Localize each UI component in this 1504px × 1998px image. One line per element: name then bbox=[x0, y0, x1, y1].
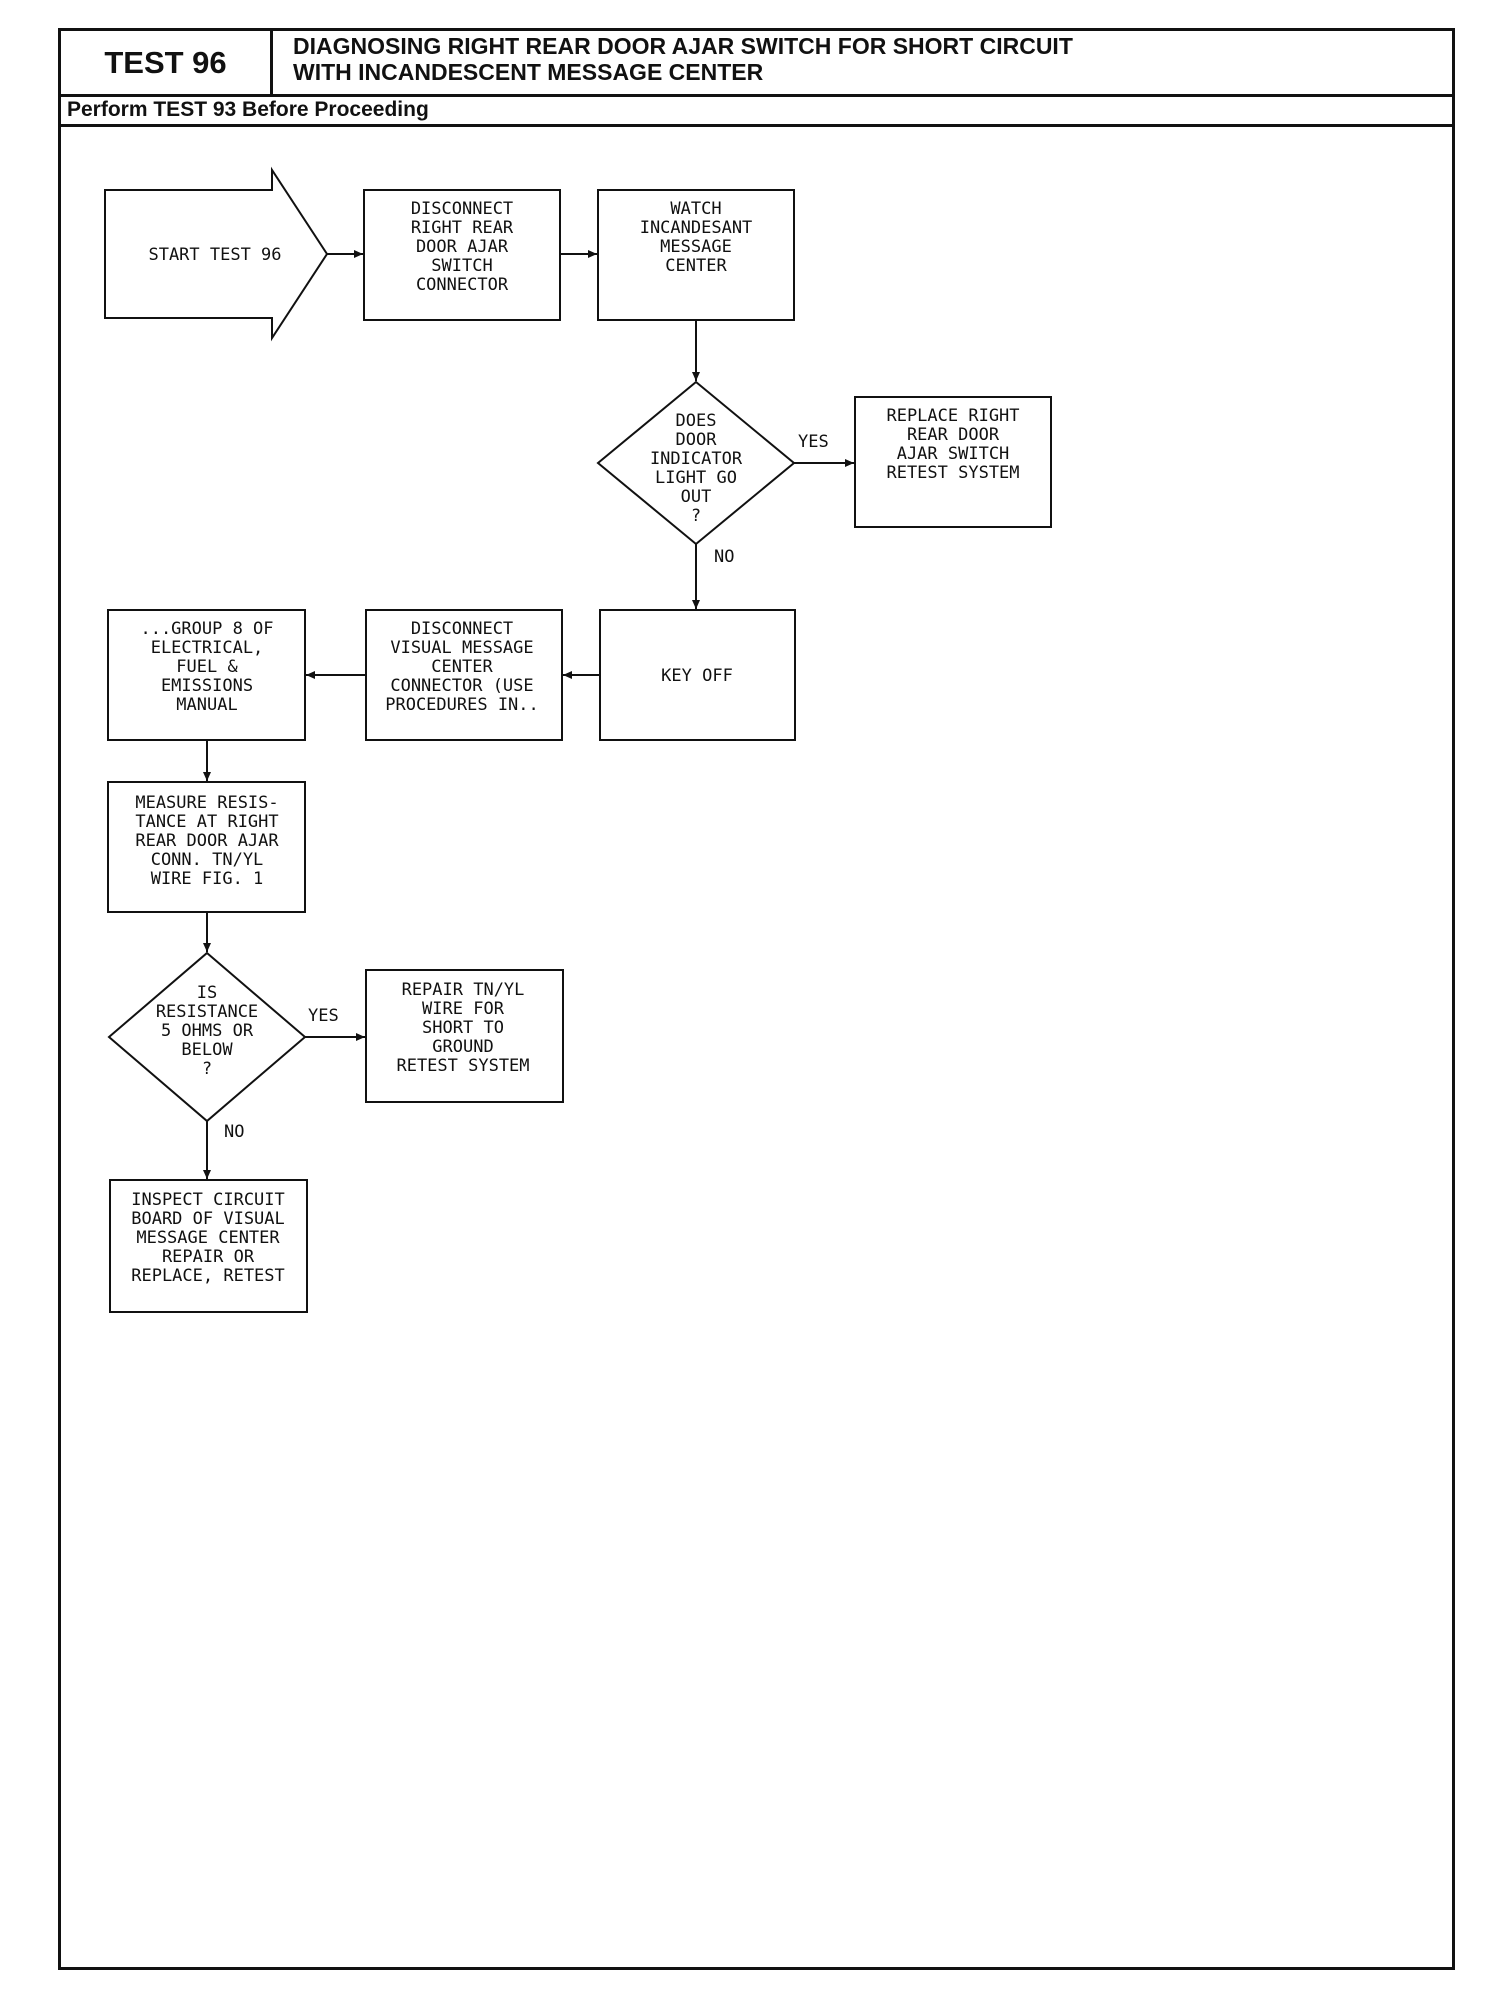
node-text-line: ? bbox=[202, 1059, 212, 1079]
title-line-1: DIAGNOSING RIGHT REAR DOOR AJAR SWITCH F… bbox=[293, 33, 1073, 59]
diagnostic-page-frame: TEST 96 DIAGNOSING RIGHT REAR DOOR AJAR … bbox=[58, 28, 1455, 1970]
node-text-line: INSPECT CIRCUIT bbox=[131, 1190, 285, 1210]
node-text-line: WATCH bbox=[670, 199, 721, 219]
node-text-line: AJAR SWITCH bbox=[897, 444, 1010, 464]
node-text-line: CENTER bbox=[431, 657, 493, 677]
node-text-line: OUT bbox=[681, 487, 712, 507]
node-text-line: MESSAGE bbox=[660, 237, 732, 257]
node-text-line: CONNECTOR bbox=[416, 275, 509, 295]
node-text-line: REPAIR TN/YL bbox=[402, 980, 525, 1000]
node-text-line: REPLACE, RETEST bbox=[131, 1266, 285, 1286]
no-label-resistance: NO bbox=[224, 1122, 244, 1142]
node-text-line: CONN. TN/YL bbox=[151, 850, 264, 870]
node-text-line: INDICATOR bbox=[650, 449, 743, 469]
node-text-line: FUEL & bbox=[176, 657, 238, 677]
node-text-line: WIRE FOR bbox=[422, 999, 505, 1019]
yes-label-resistance: YES bbox=[308, 1006, 339, 1026]
start-arrow-shape bbox=[104, 166, 329, 342]
node-text-line: MESSAGE CENTER bbox=[136, 1228, 280, 1248]
node-text-line: WIRE FIG. 1 bbox=[151, 869, 264, 889]
node-text-line: DOES bbox=[676, 411, 717, 431]
node-text-line: RIGHT REAR bbox=[411, 218, 514, 238]
node-text-line: INCANDESANT bbox=[640, 218, 753, 238]
node-text-line: PROCEDURES IN.. bbox=[385, 695, 539, 715]
node-text-line: 5 OHMS OR bbox=[161, 1021, 254, 1041]
node-text-line: REAR DOOR bbox=[907, 425, 1000, 445]
node-text-line: START TEST 96 bbox=[148, 245, 281, 265]
replace-switch-box bbox=[854, 396, 1052, 528]
node-text-line: ? bbox=[691, 506, 701, 526]
node-text-line: DISCONNECT bbox=[411, 199, 513, 219]
node-text-line: IS bbox=[197, 983, 217, 1003]
node-text-line: ELECTRICAL, bbox=[151, 638, 264, 658]
node-text-line: ...GROUP 8 OF bbox=[140, 619, 273, 639]
node-text-line: REPLACE RIGHT bbox=[886, 406, 1019, 426]
node-text-line: MANUAL bbox=[176, 695, 237, 715]
node-text-line: REPAIR OR bbox=[162, 1247, 255, 1267]
title-line-2: WITH INCANDESCENT MESSAGE CENTER bbox=[293, 59, 764, 85]
node-text-line: DOOR AJAR bbox=[416, 237, 509, 257]
key-off-text: KEY OFF bbox=[661, 666, 733, 686]
node-text-line: LIGHT GO bbox=[655, 468, 737, 488]
header-row: TEST 96 DIAGNOSING RIGHT REAR DOOR AJAR … bbox=[61, 31, 1452, 97]
node-text-line: CENTER bbox=[665, 256, 727, 276]
node-text-line: REAR DOOR AJAR bbox=[135, 831, 279, 851]
node-text-line: RESISTANCE bbox=[156, 1002, 258, 1022]
node-text-line: SHORT TO bbox=[422, 1018, 504, 1038]
inspect-board-box bbox=[109, 1179, 308, 1313]
prerequisite-row: Perform TEST 93 Before Proceeding bbox=[61, 97, 1452, 127]
node-text-line: BELOW bbox=[181, 1040, 233, 1060]
node-text-line: GROUND bbox=[432, 1037, 493, 1057]
node-text-line: RETEST SYSTEM bbox=[396, 1056, 529, 1076]
node-text-line: KEY OFF bbox=[661, 666, 733, 686]
test-title: DIAGNOSING RIGHT REAR DOOR AJAR SWITCH F… bbox=[293, 33, 1443, 85]
prerequisite-note: Perform TEST 93 Before Proceeding bbox=[67, 98, 429, 121]
node-text-line: MEASURE RESIS- bbox=[135, 793, 278, 813]
node-text-line: CONNECTOR (USE bbox=[390, 676, 533, 696]
repair-wire-box bbox=[365, 969, 564, 1103]
node-text-line: SWITCH bbox=[431, 256, 492, 276]
node-text-line: EMISSIONS bbox=[161, 676, 253, 696]
yes-label-light: YES bbox=[798, 432, 829, 452]
node-text-line: DOOR bbox=[676, 430, 718, 450]
node-text-line: VISUAL MESSAGE bbox=[390, 638, 533, 658]
node-text-line: RETEST SYSTEM bbox=[886, 463, 1019, 483]
no-label-light: NO bbox=[714, 547, 734, 567]
test-number: TEST 96 bbox=[61, 31, 273, 94]
node-text-line: BOARD OF VISUAL bbox=[131, 1209, 285, 1229]
node-text-line: DISCONNECT bbox=[411, 619, 513, 639]
node-text-line: TANCE AT RIGHT bbox=[135, 812, 278, 832]
start-node-text: START TEST 96 bbox=[148, 245, 281, 265]
